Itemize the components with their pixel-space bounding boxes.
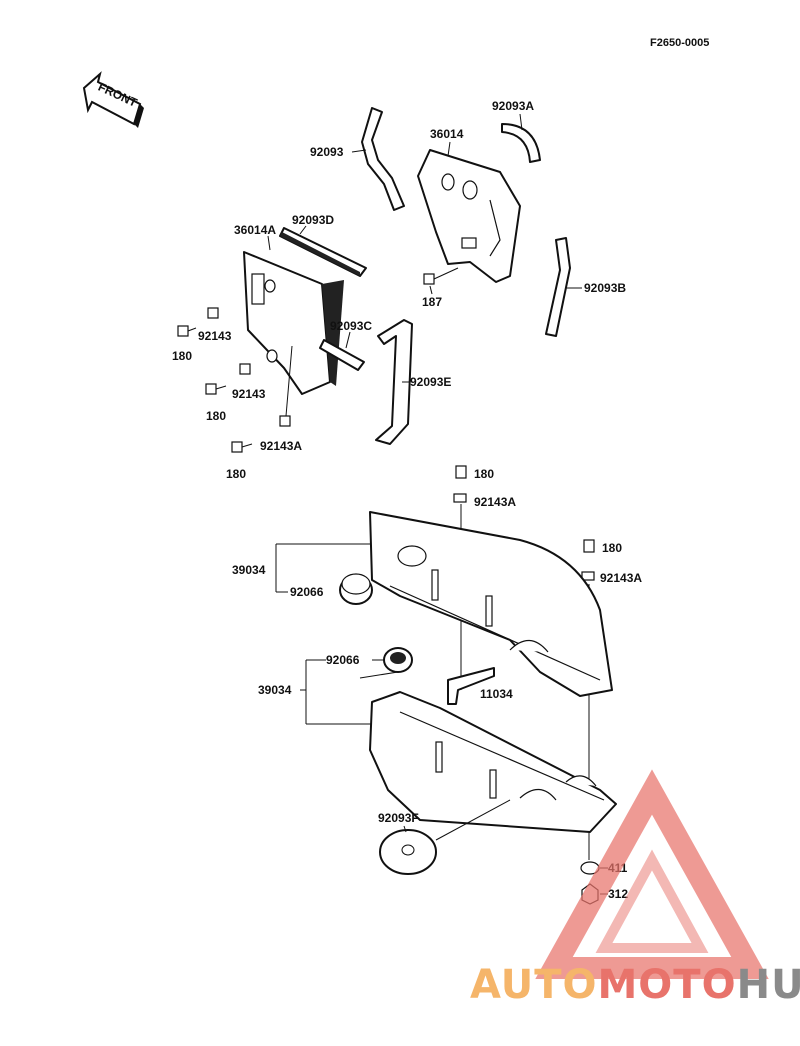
part-92093-seal bbox=[361, 107, 405, 211]
label-312: 312 bbox=[608, 887, 628, 901]
label-39034-lower: 39034 bbox=[258, 683, 292, 697]
label-92093F: 92093F bbox=[378, 811, 419, 825]
label-92066-upper: 92066 bbox=[290, 585, 324, 599]
part-fasteners-upper bbox=[177, 307, 293, 453]
label-180-fourth: 180 bbox=[474, 467, 494, 481]
watermark-auto: AUTO bbox=[470, 962, 598, 1008]
label-180-first: 180 bbox=[172, 349, 192, 363]
label-92066-lower: 92066 bbox=[326, 653, 360, 667]
label-92143A-center: 92143A bbox=[474, 495, 516, 509]
label-92093: 92093 bbox=[310, 145, 344, 159]
part-92093E-gasket bbox=[375, 319, 413, 445]
label-92093B: 92093B bbox=[584, 281, 626, 295]
part-36014-bracket bbox=[417, 149, 521, 283]
part-92093D-strip bbox=[279, 227, 367, 277]
diagram-code: F2650-0005 bbox=[650, 37, 709, 49]
front-arrow: FRONT bbox=[82, 71, 144, 128]
part-187-bolt bbox=[423, 267, 459, 285]
part-92066-cap-lower bbox=[383, 647, 413, 673]
part-92093F-washer bbox=[379, 829, 437, 875]
label-92143A-left: 92143A bbox=[260, 439, 302, 453]
part-39034-upper-cover bbox=[369, 511, 613, 697]
label-36014: 36014 bbox=[430, 127, 464, 141]
label-92093C: 92093C bbox=[330, 319, 372, 333]
label-39034-upper: 39034 bbox=[232, 563, 266, 577]
label-180-third: 180 bbox=[226, 467, 246, 481]
label-180-second: 180 bbox=[206, 409, 226, 423]
part-36014A-cover bbox=[243, 251, 344, 395]
part-92093A-seal bbox=[501, 123, 541, 163]
part-11034-bracket bbox=[447, 667, 495, 705]
part-92093C-strip bbox=[319, 339, 365, 371]
label-180-fifth: 180 bbox=[602, 541, 622, 555]
watermark-logo bbox=[535, 769, 769, 979]
label-92143A-right: 92143A bbox=[600, 571, 642, 585]
label-92093D: 92093D bbox=[292, 213, 334, 227]
part-39034-lower-cover bbox=[369, 691, 617, 833]
label-92143-middle: 92143 bbox=[232, 387, 266, 401]
label-92093A: 92093A bbox=[492, 99, 534, 113]
label-11034: 11034 bbox=[480, 687, 513, 701]
watermark-hub: HUB bbox=[737, 962, 800, 1008]
label-187: 187 bbox=[422, 295, 442, 309]
part-92066-cap-upper bbox=[339, 573, 373, 605]
label-92093E: 92093E bbox=[410, 375, 451, 389]
label-36014A: 36014A bbox=[234, 223, 276, 237]
watermark-moto: MOTO bbox=[598, 962, 737, 1008]
part-92093B-strip bbox=[545, 237, 571, 337]
label-92143-upper: 92143 bbox=[198, 329, 232, 343]
watermark-text: AUTOMOTOHUB bbox=[470, 962, 800, 1008]
